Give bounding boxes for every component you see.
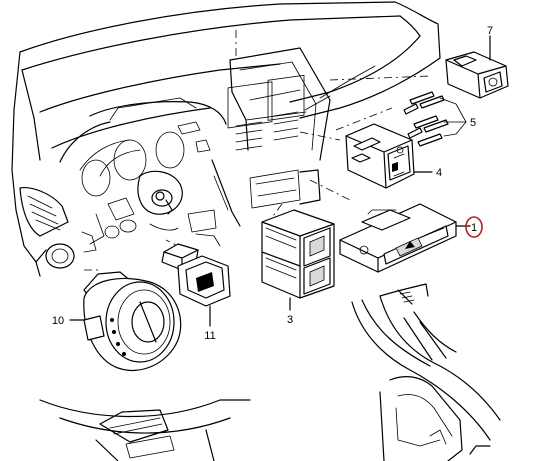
callout-7: 7 — [487, 25, 493, 37]
callout-1: 1 — [471, 222, 477, 234]
callout-10: 10 — [52, 315, 64, 327]
callout-1-highlight-circle — [465, 216, 483, 238]
callout-5: 5 — [470, 117, 476, 129]
part-4-switch — [345, 123, 433, 189]
console-lower-left — [39, 399, 251, 461]
part-10-switch — [69, 271, 182, 372]
callout-labels: 1 3 4 5 7 10 11 — [52, 25, 493, 342]
part-11-switch — [161, 243, 231, 327]
callout-4: 4 — [436, 167, 442, 179]
dashboard-outline — [11, 1, 441, 277]
console-trim-lower-right — [351, 283, 501, 461]
callout-11: 11 — [204, 330, 215, 342]
callout-3: 3 — [287, 314, 293, 326]
part-3-switch — [261, 209, 335, 311]
part-7-switch — [445, 35, 509, 99]
part-5-clips — [403, 91, 467, 147]
part-1-switch — [339, 203, 471, 273]
